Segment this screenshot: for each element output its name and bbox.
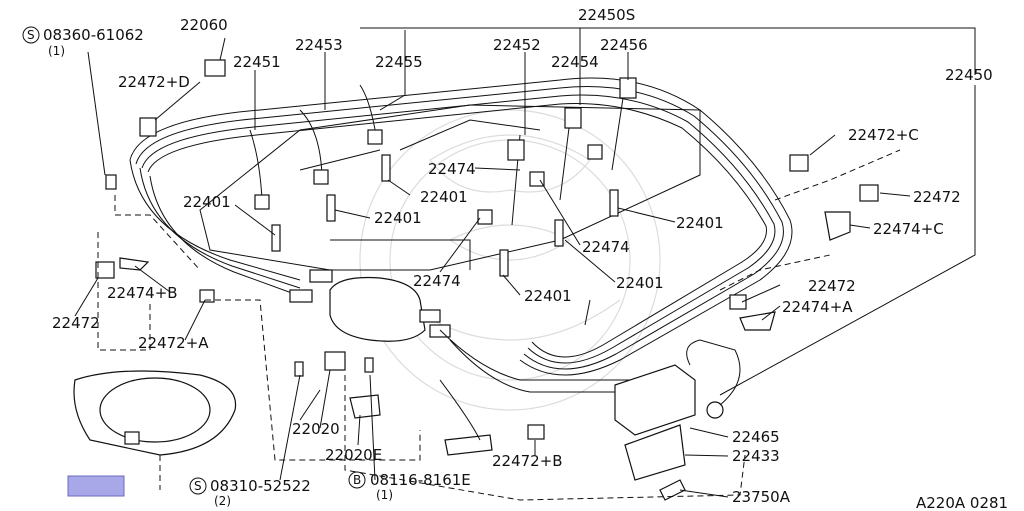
label-22401-f: 22401 [524,287,572,305]
label-22453: 22453 [295,36,343,54]
label-22474-upper: 22474 [428,160,476,178]
label-22474-middle: 22474 [582,238,630,256]
label-22474c: 22474+C [873,220,944,238]
circle-s-prefix-1: S [27,28,35,42]
label-22472-left: 22472 [52,314,100,332]
label-22451: 22451 [233,53,281,71]
label-22474-lower: 22474 [413,272,461,290]
bolt-08360-61062-qty: (1) [48,44,65,58]
label-22472a: 22472+A [138,334,209,352]
distributor-cover [73,370,237,456]
part-labels: 22450S 22450 22451 22452 22453 22454 224… [52,6,993,506]
label-22472-right-lower: 22472 [808,277,856,295]
label-22450s: 22450S [578,6,635,24]
spark-plugs [271,154,619,277]
label-22465: 22465 [732,428,780,446]
label-22450: 22450 [945,66,993,84]
label-22454: 22454 [551,53,599,71]
ignition-wire-harness [129,77,793,376]
label-22474b: 22474+B [107,284,178,302]
highlighted-part-box[interactable] [67,475,125,497]
label-22401-b: 22401 [183,193,231,211]
label-22401-d: 22401 [676,214,724,232]
label-22020: 22020 [292,420,340,438]
ignition-coil [614,339,741,481]
label-22472c: 22472+C [848,126,919,144]
reference-dashed-lines [97,149,901,501]
label-22474a: 22474+A [782,298,853,316]
circle-b-prefix: B [353,473,361,487]
circle-s-prefix-2: S [194,479,202,493]
bolt-08310-52522-number: 08310-52522 [210,477,311,495]
label-22401-e: 22401 [616,274,664,292]
label-22472d: 22472+D [118,73,190,91]
label-22452: 22452 [493,36,541,54]
bolt-08310-52522-qty: (2) [214,494,231,508]
bolt-08116-8161e-qty: (1) [376,488,393,502]
label-22472-right-upper: 22472 [913,188,961,206]
small-parts [95,59,879,501]
label-22433: 22433 [732,447,780,465]
catalog-code: A220A 0281 [916,494,1008,511]
bolt-08116-8161e-number: 08116-8161E [370,471,471,489]
label-22020e: 22020E [325,446,382,464]
distributor [289,269,640,393]
intake-manifold [199,104,701,271]
label-22455: 22455 [375,53,423,71]
label-22472b: 22472+B [492,452,563,470]
label-22401-a: 22401 [420,188,468,206]
fastener-callouts: S 08360-61062 (1) S 08310-52522 (2) B 08… [22,26,471,508]
bolt-08360-61062-number: 08360-61062 [43,26,144,44]
label-22456: 22456 [600,36,648,54]
label-22060: 22060 [180,16,228,34]
label-22401-c: 22401 [374,209,422,227]
label-23750a: 23750A [732,488,791,506]
spark-plug-wire-boots [249,77,637,226]
leader-lines [74,27,976,498]
